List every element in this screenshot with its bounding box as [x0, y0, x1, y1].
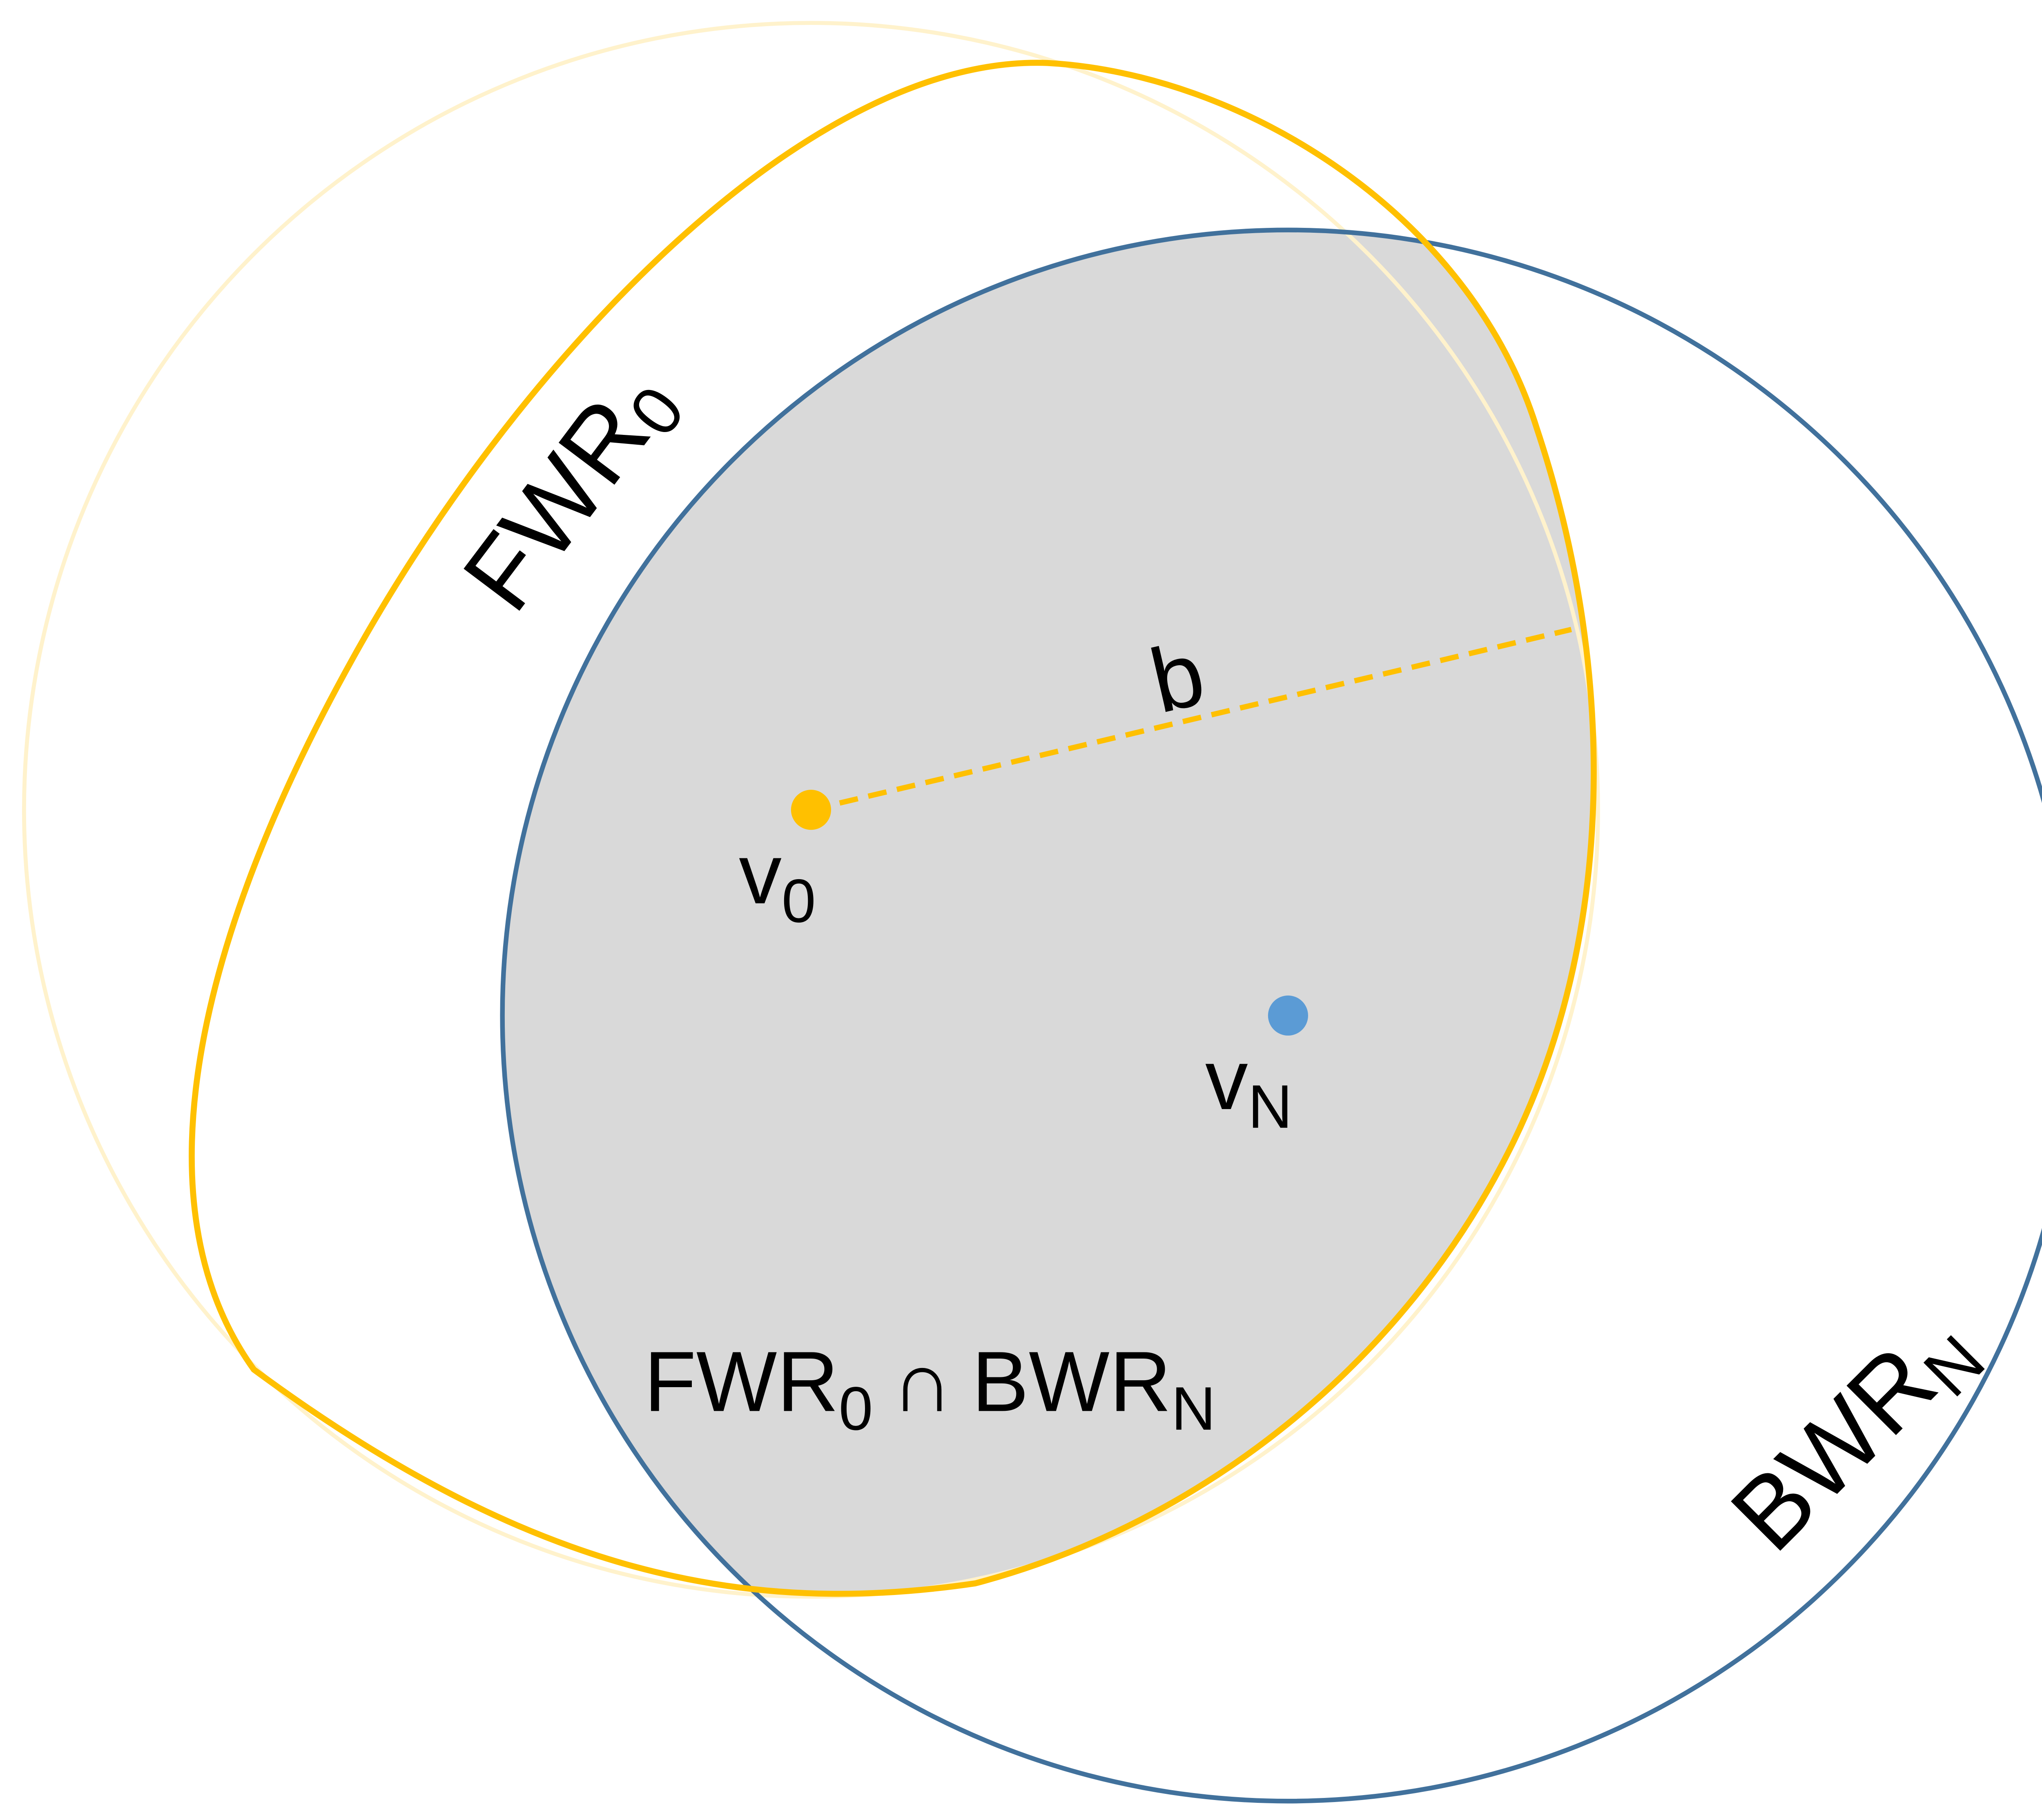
radius-b-line: [810, 627, 1572, 813]
v0-point: [791, 790, 831, 830]
vn-label: vN: [1205, 1032, 1292, 1141]
backward-reach-circle: [500, 228, 2042, 1803]
v0-label: v0: [739, 826, 816, 935]
forward-reach-faint-circle: [22, 21, 1600, 1599]
forward-reach-boundary: [189, 60, 1597, 1597]
vn-point: [1268, 995, 1308, 1036]
intersection-label: FWR0∩BWRN: [644, 1334, 1216, 1443]
